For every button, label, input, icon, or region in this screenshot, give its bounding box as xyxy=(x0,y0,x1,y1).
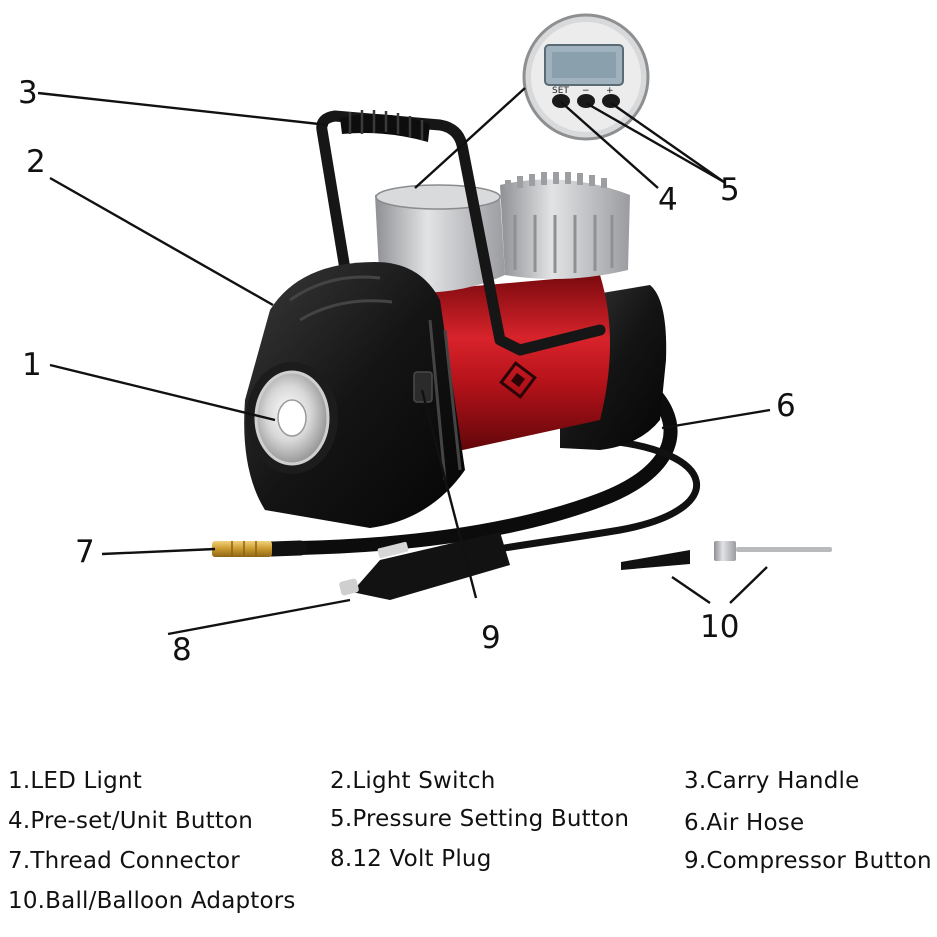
balloon-adaptor xyxy=(621,550,690,570)
leader-10b xyxy=(729,566,768,604)
set-button xyxy=(552,94,570,108)
plus-button xyxy=(602,94,620,108)
thread-connector xyxy=(212,540,308,557)
callout-5: 5 xyxy=(720,172,740,208)
finned-cylinder-head xyxy=(500,172,630,279)
legend-item-light-switch: 2.Light Switch xyxy=(330,768,496,794)
parts-legend: 1.LED Lignt 2.Light Switch 3.Carry Handl… xyxy=(0,760,937,930)
handle-grip-ridges xyxy=(348,110,424,140)
silver-cylinder-top xyxy=(375,184,501,210)
leader-9 xyxy=(420,389,478,599)
legend-item-adaptors: 10.Ball/Balloon Adaptors xyxy=(8,888,296,914)
leader-5b xyxy=(610,102,725,183)
callout-2: 2 xyxy=(26,144,46,180)
air-compressor-diagram: SET − + 1 2 3 4 5 6 7 8 9 10 xyxy=(18,13,832,668)
legend-item-thread-connector: 7.Thread Connector xyxy=(8,848,240,874)
leader-5a xyxy=(585,101,725,184)
callout-8: 8 xyxy=(172,632,192,668)
digital-pressure-gauge: SET − + xyxy=(522,13,650,141)
brand-logo xyxy=(499,361,537,399)
legend-item-preset-button: 4.Pre-set/Unit Button xyxy=(8,808,254,834)
leader-3 xyxy=(37,91,329,127)
legend-item-compressor-button: 9.Compressor Button xyxy=(684,848,932,874)
legend-item-12v-plug: 8.12 Volt Plug xyxy=(330,846,492,872)
leader-10a xyxy=(671,576,711,604)
callout-4: 4 xyxy=(658,182,678,218)
leader-4 xyxy=(560,101,659,189)
leader-2 xyxy=(49,176,274,307)
callout-1: 1 xyxy=(22,347,42,383)
callout-7: 7 xyxy=(75,534,95,570)
legend-item-pressure-button: 5.Pressure Setting Button xyxy=(330,806,630,832)
leader-6 xyxy=(661,408,771,430)
12v-plug xyxy=(339,532,510,600)
leader-gauge xyxy=(414,87,526,189)
led-light xyxy=(246,362,338,474)
leader-8 xyxy=(167,598,351,636)
legend-item-air-hose: 6.Air Hose xyxy=(684,810,805,836)
air-hose xyxy=(293,373,678,555)
plus-button-label: + xyxy=(606,86,614,96)
minus-button-label: − xyxy=(582,86,590,96)
legend-item-led-light: 1.LED Lignt xyxy=(8,768,142,794)
ball-needle-adaptor xyxy=(714,541,832,561)
callout-10: 10 xyxy=(700,609,739,645)
set-button-label: SET xyxy=(552,86,569,96)
light-switch xyxy=(413,371,433,403)
legend-item-carry-handle: 3.Carry Handle xyxy=(684,768,860,794)
housing-ridges xyxy=(289,275,462,481)
callout-6: 6 xyxy=(776,388,796,424)
callout-9: 9 xyxy=(481,620,501,656)
callout-3: 3 xyxy=(18,75,38,111)
power-cord xyxy=(476,436,700,556)
leader-7 xyxy=(101,547,216,556)
leader-1 xyxy=(49,363,276,422)
